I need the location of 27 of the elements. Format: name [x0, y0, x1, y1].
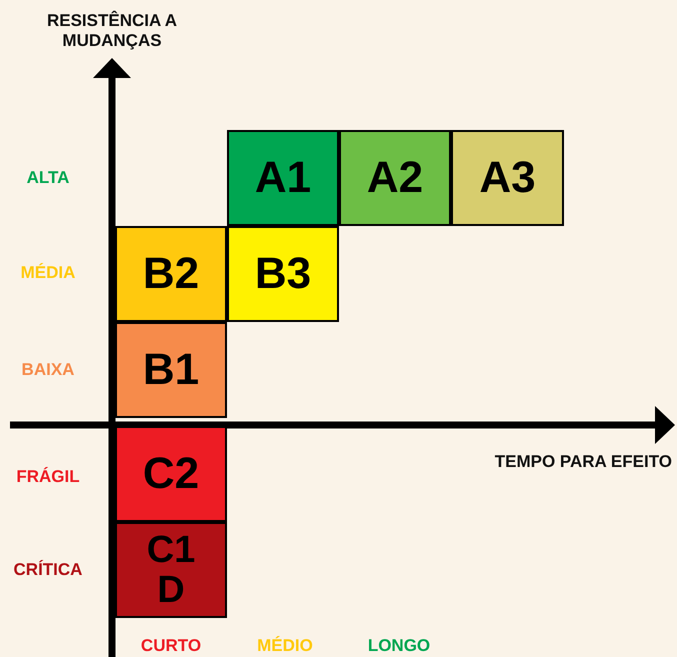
cell-code: A1: [254, 156, 312, 200]
cell-code: D: [157, 570, 185, 610]
matrix-cell: [227, 130, 339, 226]
axis-title: RESISTÊNCIA A MUDANÇAS: [46, 11, 178, 51]
cell-code: B2: [142, 252, 200, 296]
matrix-cell: [115, 522, 227, 618]
axis-category-label: FRÁGIL: [15, 467, 81, 487]
matrix-cell: [115, 322, 227, 418]
cell-code: C1: [146, 530, 196, 570]
axis-category-label: MÉDIA: [20, 263, 76, 283]
axis-category-label: ALTA: [26, 168, 70, 188]
axis-title: TEMPO PARA EFEITO: [494, 452, 672, 472]
axis-category-label: CURTO: [140, 636, 202, 656]
matrix-cell: [115, 426, 227, 522]
matrix-cell: [339, 130, 451, 226]
cell-code: A3: [479, 156, 536, 200]
matrix-cell: [227, 226, 339, 322]
axis-category-label: LONGO: [366, 636, 432, 656]
cell-code: C2: [142, 452, 200, 496]
axis-category-label: CRÍTICA: [12, 560, 84, 580]
matrix-cell: [451, 130, 564, 226]
cell-code: B3: [254, 252, 312, 296]
axis-category-label: BAIXA: [20, 360, 76, 380]
cell-code: A2: [366, 156, 424, 200]
cell-code: B1: [142, 348, 200, 392]
matrix-cell: [115, 226, 227, 322]
axis-category-label: MÉDIO: [256, 636, 314, 656]
